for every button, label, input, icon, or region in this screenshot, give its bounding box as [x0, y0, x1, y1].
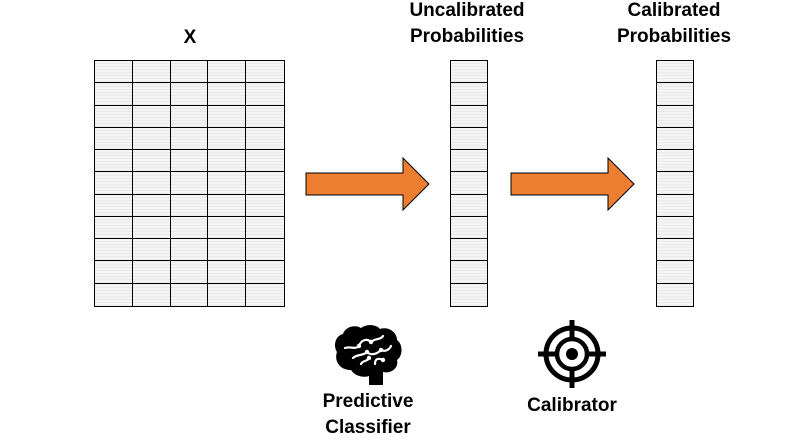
- grid-cell: [132, 261, 171, 284]
- calibrated-probabilities-label: Calibrated Probabilities: [599, 0, 749, 50]
- grid-cell: [246, 261, 284, 284]
- grid-cell: [208, 194, 247, 217]
- arrow-to-calibrated: [510, 157, 635, 211]
- calibrated-label-line1: Calibrated: [627, 0, 721, 21]
- grid-cell: [132, 172, 171, 195]
- grid-cell: [657, 216, 693, 240]
- grid-cell: [657, 261, 693, 284]
- classifier-label-line2: Classifier: [325, 417, 411, 438]
- grid-cell: [170, 239, 209, 262]
- grid-cell: [95, 172, 133, 195]
- grid-cell: [657, 283, 693, 306]
- classifier-label-line1: Predictive: [322, 391, 414, 412]
- grid-cell: [451, 172, 487, 195]
- grid-cell: [208, 261, 247, 284]
- predictive-classifier-label: Predictive Classifier: [303, 389, 433, 441]
- arrow-shape: [305, 157, 430, 211]
- grid-cell: [451, 83, 487, 106]
- arrow-to-uncalibrated: [305, 157, 430, 211]
- grid-cell: [170, 150, 209, 173]
- grid-cell: [246, 61, 284, 84]
- grid-cell: [95, 261, 133, 284]
- grid-cell: [95, 216, 133, 240]
- grid-cell: [451, 127, 487, 151]
- grid-cell: [246, 105, 284, 128]
- grid-cell: [246, 194, 284, 217]
- grid-cell: [451, 283, 487, 306]
- grid-cell: [208, 216, 247, 240]
- grid-cell: [208, 150, 247, 173]
- grid-cell: [170, 261, 209, 284]
- grid-cell: [208, 239, 247, 262]
- grid-cell: [246, 127, 284, 151]
- grid-cell: [657, 172, 693, 195]
- grid-cell: [451, 61, 487, 84]
- grid-cell: [451, 194, 487, 217]
- grid-cell: [95, 105, 133, 128]
- grid-cell: [170, 61, 209, 84]
- grid-cell: [170, 83, 209, 106]
- grid-cell: [132, 194, 171, 217]
- grid-cell: [132, 127, 171, 151]
- uncalibrated-label-line2: Probabilities: [409, 26, 525, 47]
- grid-cell: [246, 216, 284, 240]
- uncalibrated-probabilities-column: [450, 60, 488, 307]
- calibrated-probabilities-column: [656, 60, 694, 307]
- grid-cell: [657, 83, 693, 106]
- grid-cell: [170, 194, 209, 217]
- grid-cell: [132, 105, 171, 128]
- grid-cell: [208, 127, 247, 151]
- grid-cell: [246, 172, 284, 195]
- grid-cell: [657, 150, 693, 173]
- grid-cell: [95, 283, 133, 306]
- grid-cell: [657, 105, 693, 128]
- grid-cell: [246, 239, 284, 262]
- grid-cell: [657, 61, 693, 84]
- grid-cell: [451, 216, 487, 240]
- grid-cell: [95, 83, 133, 106]
- grid-cell: [657, 239, 693, 262]
- grid-cell: [451, 261, 487, 284]
- grid-cell: [95, 61, 133, 84]
- uncalibrated-probabilities-label: Uncalibrated Probabilities: [392, 0, 542, 50]
- grid-cell: [208, 61, 247, 84]
- uncalibrated-label-line1: Uncalibrated: [409, 0, 525, 21]
- grid-cell: [451, 150, 487, 173]
- grid-cell: [170, 216, 209, 240]
- grid-cell: [132, 239, 171, 262]
- grid-cell: [451, 105, 487, 128]
- grid-cell: [95, 194, 133, 217]
- grid-cell: [246, 283, 284, 306]
- target-crosshair-icon: [538, 320, 606, 388]
- grid-cell: [95, 239, 133, 262]
- x-matrix: [94, 60, 285, 307]
- grid-cell: [246, 150, 284, 173]
- x-matrix-label: X: [183, 27, 197, 48]
- grid-cell: [208, 105, 247, 128]
- grid-cell: [132, 61, 171, 84]
- grid-cell: [95, 150, 133, 173]
- grid-cell: [95, 127, 133, 151]
- brain-icon: [335, 325, 402, 385]
- grid-cell: [451, 239, 487, 262]
- grid-cell: [246, 83, 284, 106]
- grid-cell: [170, 172, 209, 195]
- grid-cell: [170, 105, 209, 128]
- grid-cell: [132, 216, 171, 240]
- grid-cell: [132, 283, 171, 306]
- grid-cell: [208, 83, 247, 106]
- calibrated-label-line2: Probabilities: [616, 26, 732, 47]
- grid-cell: [170, 283, 209, 306]
- grid-cell: [208, 172, 247, 195]
- grid-cell: [132, 150, 171, 173]
- calibrator-label: Calibrator: [527, 395, 617, 416]
- grid-cell: [208, 283, 247, 306]
- grid-cell: [132, 83, 171, 106]
- grid-cell: [657, 194, 693, 217]
- arrow-shape: [510, 157, 635, 211]
- grid-cell: [170, 127, 209, 151]
- grid-cell: [657, 127, 693, 151]
